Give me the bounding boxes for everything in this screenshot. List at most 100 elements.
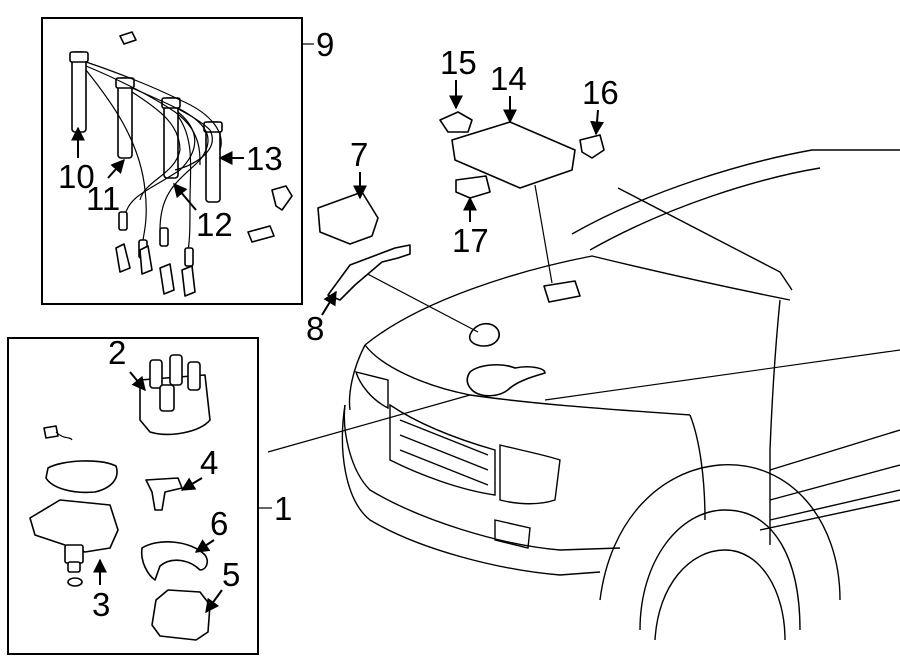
sensor-pigtail: [55, 431, 73, 441]
distributor-box: [7, 337, 259, 655]
igniter-group: [317, 191, 411, 301]
wire-end-4: [184, 247, 194, 267]
truck-body-line-3: [769, 489, 900, 521]
ecm-group: [439, 111, 605, 199]
leader-line-distributor: [267, 394, 471, 453]
distributor-rotor: [145, 477, 183, 511]
ignition-wire-f: [124, 111, 196, 216]
loose-boot-3: [159, 263, 175, 295]
callout-3: 3: [92, 586, 110, 623]
truck-grille: [389, 403, 496, 496]
ignition-wire-set-group: [41, 17, 314, 305]
truck-grille-bar-3: [399, 449, 489, 486]
truck-a-pillar: [617, 187, 793, 291]
wire-clamp-1: [271, 185, 293, 211]
igniter-module: [317, 191, 379, 245]
truck-fender-edge: [689, 414, 706, 521]
ignition-wire-b: [85, 65, 201, 166]
arrow-6: [194, 539, 215, 553]
ecm-rear-bracket: [455, 175, 491, 199]
igniter-bracket: [327, 244, 411, 301]
truck-tire-outer: [639, 509, 801, 631]
callout-8: 8: [306, 310, 324, 347]
callout-6: 6: [210, 505, 228, 542]
callout-2: 2: [108, 334, 126, 371]
callout-labels: 1 2 3 4 5 6 7 8 9 10 11 12 13 14 15 16 1…: [58, 26, 619, 623]
callout-1: 1: [274, 490, 292, 527]
arrow-11: [107, 158, 125, 179]
truck-headlight-left: [354, 371, 389, 410]
truck-hood-back: [364, 255, 791, 346]
ignition-wire-g: [177, 115, 192, 251]
distributor-housing: [29, 499, 119, 573]
truck-body-line-4: [759, 499, 900, 531]
truck-body-line-1: [769, 429, 900, 471]
callout-9: 9: [316, 26, 334, 63]
loose-boot-1: [115, 243, 131, 273]
truck-bumper-top: [343, 404, 621, 551]
leader-line-ecm: [534, 184, 553, 284]
callout-12: 12: [196, 206, 233, 243]
wire-clamp-2: [247, 225, 275, 243]
callout-17: 17: [452, 222, 489, 259]
module-on-firewall: [543, 280, 581, 303]
arrow-5: [205, 589, 223, 614]
callout-15: 15: [440, 44, 477, 81]
callout-10: 10: [58, 158, 95, 195]
truck-hood-front: [364, 344, 691, 416]
distributor-gasket: [45, 460, 118, 494]
truck-wheel-arch: [599, 464, 841, 601]
truck-hood-side: [348, 344, 366, 411]
callout-5: 5: [222, 556, 240, 593]
truck-headlight-right: [499, 444, 561, 505]
distributor-o-ring: [67, 577, 83, 587]
truck-roof-line: [571, 149, 900, 235]
plug-boot-1: [69, 51, 89, 133]
distributor-cap: [139, 354, 211, 436]
plug-boot-2: [115, 77, 135, 159]
engine-distributor-location: [466, 363, 546, 397]
arrow-4: [180, 477, 203, 491]
distributor-inner-cover: [140, 541, 208, 581]
arrow-2: [129, 371, 146, 392]
truck-grille-bar-2: [399, 434, 489, 471]
loose-boot-4: [181, 265, 196, 297]
truck-tire-inner: [654, 549, 786, 641]
callout-14: 14: [490, 60, 527, 97]
truck-illustration: [341, 149, 900, 641]
wire-end-1: [118, 211, 128, 231]
truck-fog-lamp: [494, 519, 531, 549]
callout-11: 11: [86, 180, 120, 217]
truck-grille-bar-1: [399, 419, 489, 456]
arrow-8: [321, 290, 337, 316]
loose-boot-2: [139, 245, 153, 275]
wire-set-box: [41, 17, 303, 305]
leader-line-coil: [359, 269, 479, 333]
callout-16: 16: [582, 74, 619, 111]
truck-body-line-2: [769, 464, 900, 501]
sensor-plug: [43, 425, 59, 439]
callout-4: 4: [200, 444, 218, 481]
ecm-front-bracket: [439, 111, 473, 133]
ignition-wire-e: [159, 107, 209, 231]
truck-windshield-line: [589, 167, 821, 251]
ignition-coil: [151, 589, 211, 641]
truck-door-edge: [769, 299, 781, 545]
engine-coil-location: [468, 322, 500, 347]
leader-line-hood: [544, 349, 900, 401]
ignition-wire-c: [131, 87, 213, 171]
arrow-12: [173, 182, 197, 211]
callout-13: 13: [246, 140, 283, 177]
ignition-wire-h: [85, 69, 147, 246]
ignition-wire-a: [85, 61, 222, 151]
callout-7: 7: [350, 136, 368, 173]
ecm-side-bracket: [579, 134, 605, 159]
distributor-group: [7, 337, 272, 655]
ignition-wire-d: [131, 91, 181, 201]
arrow-16: [590, 109, 605, 136]
wire-clip-top: [119, 31, 137, 45]
wire-end-3: [159, 227, 169, 247]
callout-arrows: [71, 80, 605, 614]
truck-bumper-bottom: [341, 404, 601, 576]
